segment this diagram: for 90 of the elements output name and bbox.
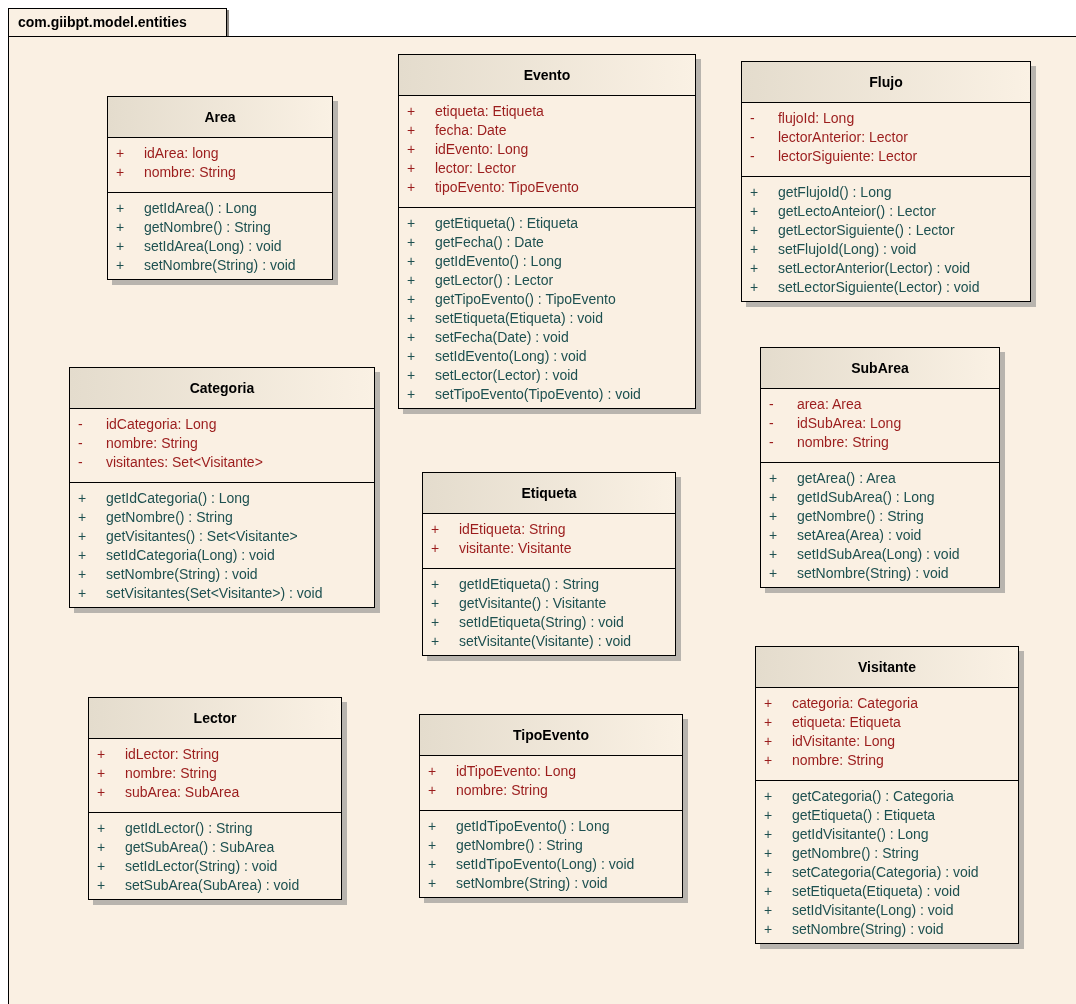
attribute-text: - area: Area <box>768 395 863 414</box>
class-name: SubArea <box>851 358 909 378</box>
operation-text: + getIdArea() : Long <box>115 199 258 218</box>
attribute-text: + tipoEvento: TipoEvento <box>406 178 580 197</box>
operation-text: + getEtiqueta() : Etiqueta <box>406 214 580 233</box>
operation-text: + getIdSubArea() : Long <box>768 488 936 507</box>
operation-text: + setIdArea(Long) : void <box>115 237 283 256</box>
operation-text: + getLector() : Lector <box>406 271 555 290</box>
attribute-text: - nombre: String <box>77 434 199 453</box>
operation-text: + setVisitante(Visitante) : void <box>430 632 633 651</box>
package-name: com.giibpt.model.entities <box>18 13 187 32</box>
operation-text: + setIdVisitante(Long) : void <box>763 901 955 920</box>
operation-text: + setFecha(Date) : void <box>406 328 570 347</box>
attribute-text: + idVisitante: Long <box>763 732 897 751</box>
operation-text: + getTipoEvento() : TipoEvento <box>406 290 617 309</box>
operation-text: + setSubArea(SubArea) : void <box>96 876 301 895</box>
operation-text: + getVisitantes() : Set<Visitante> <box>77 527 299 546</box>
operation-text: + setNombre(String) : void <box>763 920 945 939</box>
operation-text: + getIdCategoria() : Long <box>77 489 251 508</box>
operation-text: + getEtiqueta() : Etiqueta <box>763 806 937 825</box>
operation-text: + getArea() : Area <box>768 469 897 488</box>
attribute-text: + categoria: Categoria <box>763 694 919 713</box>
operation-text: + setVisitantes(Set<Visitante>) : void <box>77 584 324 603</box>
attribute-text: + idLector: String <box>96 745 221 764</box>
attribute-text: + idArea: long <box>115 144 220 163</box>
attribute-text: + nombre: String <box>115 163 237 182</box>
attribute-text: - nombre: String <box>768 433 890 452</box>
operation-text: + getVisitante() : Visitante <box>430 594 608 613</box>
operation-text: + setEtiqueta(Etiqueta) : void <box>406 309 604 328</box>
class-name: Area <box>204 107 236 127</box>
operation-text: + getNombre() : String <box>427 836 584 855</box>
attribute-text: - idCategoria: Long <box>77 415 218 434</box>
attribute-text: + etiqueta: Etiqueta <box>763 713 902 732</box>
operation-text: + setLector(Lector) : void <box>406 366 580 385</box>
attribute-text: + nombre: String <box>427 781 549 800</box>
attribute-text: + subArea: SubArea <box>96 783 241 802</box>
operation-text: + setLectorAnterior(Lector) : void <box>749 259 972 278</box>
attribute-text: - visitantes: Set<Visitante> <box>77 453 264 472</box>
attribute-text: - flujoId: Long <box>749 109 856 128</box>
operation-text: + getIdEvento() : Long <box>406 252 563 271</box>
operation-text: + setIdLector(String) : void <box>96 857 279 876</box>
operation-text: + setIdEtiqueta(String) : void <box>430 613 625 632</box>
operation-text: + getSubArea() : SubArea <box>96 838 276 857</box>
operation-text: + setIdTipoEvento(Long) : void <box>427 855 636 874</box>
attribute-text: + lector: Lector <box>406 159 517 178</box>
attribute-text: + idEvento: Long <box>406 140 530 159</box>
operation-text: + getNombre() : String <box>77 508 234 527</box>
operation-text: + setIdSubArea(Long) : void <box>768 545 961 564</box>
attribute-text: - lectorSiguiente: Lector <box>749 147 919 166</box>
operation-text: + setCategoria(Categoria) : void <box>763 863 980 882</box>
class-name: Visitante <box>857 657 917 677</box>
attribute-text: + idEtiqueta: String <box>430 520 567 539</box>
class-name: TipoEvento <box>513 725 589 745</box>
operation-text: + getIdLector() : String <box>96 819 254 838</box>
operation-text: + getLectoAnteior() : Lector <box>749 202 937 221</box>
class-name: Flujo <box>869 72 903 92</box>
operation-text: + setIdEvento(Long) : void <box>406 347 588 366</box>
operation-text: + getNombre() : String <box>115 218 272 237</box>
operation-text: + setNombre(String) : void <box>427 874 609 893</box>
operation-text: + getIdVisitante() : Long <box>763 825 930 844</box>
operation-text: + setNombre(String) : void <box>115 256 297 275</box>
attribute-text: + idTipoEvento: Long <box>427 762 577 781</box>
package-frame <box>8 8 1076 1004</box>
class-name: Evento <box>523 65 571 85</box>
attribute-text: + fecha: Date <box>406 121 508 140</box>
class-name: Categoria <box>189 378 255 398</box>
operation-text: + getFecha() : Date <box>406 233 545 252</box>
operation-text: + getLectorSiguiente() : Lector <box>749 221 956 240</box>
operation-text: + getNombre() : String <box>768 507 925 526</box>
operation-text: + setArea(Area) : void <box>768 526 923 545</box>
attribute-text: - idSubArea: Long <box>768 414 903 433</box>
operation-text: + setFlujoId(Long) : void <box>749 240 918 259</box>
operation-text: + getIdTipoEvento() : Long <box>427 817 611 836</box>
attribute-text: + nombre: String <box>96 764 218 783</box>
attribute-text: - lectorAnterior: Lector <box>749 128 909 147</box>
operation-text: + setTipoEvento(TipoEvento) : void <box>406 385 642 404</box>
class-name: Lector <box>193 708 237 728</box>
operation-text: + setLectorSiguiente(Lector) : void <box>749 278 981 297</box>
attribute-text: + nombre: String <box>763 751 885 770</box>
class-name: Etiqueta <box>521 483 577 503</box>
operation-text: + setNombre(String) : void <box>768 564 950 583</box>
operation-text: + getCategoria() : Categoria <box>763 787 955 806</box>
operation-text: + getIdEtiqueta() : String <box>430 575 600 594</box>
operation-text: + getFlujoId() : Long <box>749 183 893 202</box>
attribute-text: + visitante: Visitante <box>430 539 573 558</box>
operation-text: + setIdCategoria(Long) : void <box>77 546 276 565</box>
operation-text: + setEtiqueta(Etiqueta) : void <box>763 882 961 901</box>
operation-text: + setNombre(String) : void <box>77 565 259 584</box>
operation-text: + getNombre() : String <box>763 844 920 863</box>
attribute-text: + etiqueta: Etiqueta <box>406 102 545 121</box>
